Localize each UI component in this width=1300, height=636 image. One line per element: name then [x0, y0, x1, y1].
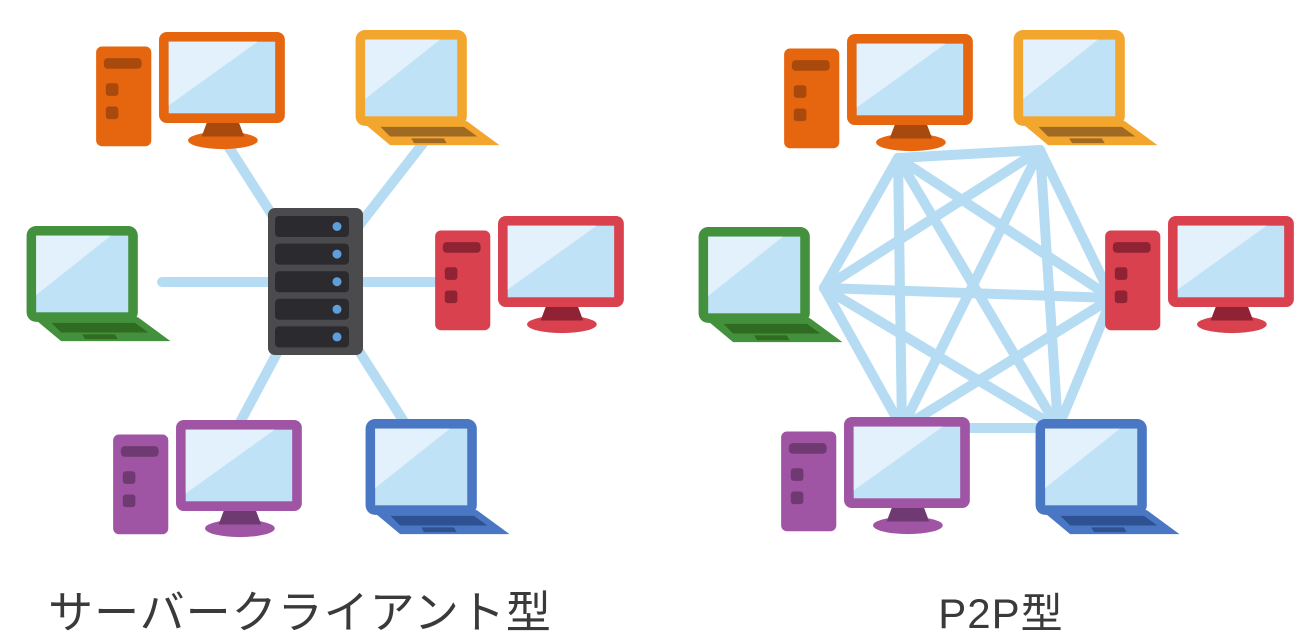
network-link — [893, 145, 1045, 163]
network-link — [1035, 145, 1063, 433]
network-link — [897, 293, 1117, 433]
network-link — [819, 283, 907, 433]
laptop-amber — [1013, 30, 1158, 147]
desktop-pc-purple — [112, 420, 302, 540]
laptop-blue — [1035, 419, 1180, 536]
laptop-amber — [355, 30, 500, 147]
network-link — [819, 283, 1117, 303]
desktop-pc-red — [434, 216, 624, 336]
desktop-pc-purple — [780, 417, 970, 537]
network-link — [819, 153, 903, 293]
server-rack — [268, 208, 363, 355]
network-link — [1053, 293, 1117, 433]
network-link — [819, 283, 1063, 433]
label-p2p: P2P型 — [938, 590, 1064, 636]
laptop-green — [26, 226, 171, 343]
laptop-green — [698, 227, 843, 344]
desktop-pc-red — [1104, 216, 1294, 336]
network-link — [1035, 145, 1117, 303]
network-link — [819, 145, 1045, 293]
desktop-pc-orange — [783, 34, 973, 154]
desktop-pc-orange — [95, 32, 285, 152]
laptop-blue — [365, 419, 510, 536]
label-server-client: サーバークライアント型 — [48, 587, 552, 636]
